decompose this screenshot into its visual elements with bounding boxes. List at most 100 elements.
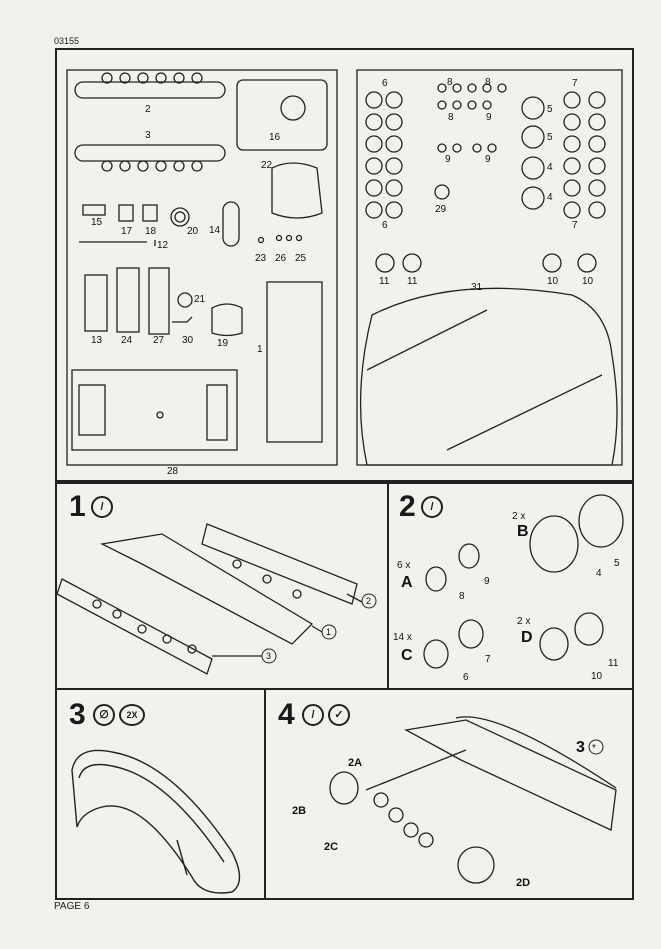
road-wheels-5-4 [521, 96, 545, 210]
svg-text:6: 6 [382, 78, 388, 89]
group-c-qty: 14 x [393, 632, 412, 643]
group-b-part-5: 5 [614, 558, 620, 569]
step-1-drawing: 1 2 3 [57, 523, 377, 675]
svg-text:30: 30 [182, 335, 194, 346]
svg-text:25: 25 [295, 253, 307, 264]
group-a-part-8: 8 [459, 591, 465, 602]
svg-text:8: 8 [447, 77, 453, 88]
glue-icon: / [91, 496, 113, 518]
label-2b: 2B [292, 805, 306, 817]
svg-text:29: 29 [435, 204, 447, 215]
page-label: PAGE 6 [54, 901, 90, 912]
group-d-part-11: 11 [608, 658, 619, 669]
group-b-letter: B [517, 523, 529, 540]
callout-3: 3 [266, 651, 271, 661]
group-c-letter: C [401, 647, 413, 664]
step-4-panel: 4 / ✓ 2A 2B 2C 2D 3 * [264, 688, 634, 900]
part-22-shape [271, 162, 323, 219]
check-icon: ✓ [328, 704, 350, 726]
svg-text:22: 22 [261, 160, 273, 171]
svg-text:15: 15 [91, 217, 103, 228]
svg-text:8: 8 [448, 112, 454, 123]
svg-text:12: 12 [157, 240, 169, 251]
part-19-shape [211, 303, 243, 337]
svg-text:7: 7 [572, 78, 578, 89]
svg-text:11: 11 [407, 276, 418, 287]
callout-1: 1 [326, 627, 331, 637]
svg-text:19: 19 [217, 338, 229, 349]
group-b-part-4: 4 [596, 568, 602, 579]
svg-text:7: 7 [572, 220, 578, 231]
svg-text:31: 31 [471, 282, 483, 293]
svg-text:6: 6 [382, 220, 388, 231]
label-3: 3 [576, 739, 585, 756]
part-1-shape [266, 281, 323, 443]
part-16-shape [236, 79, 328, 151]
label-2a: 2A [348, 757, 362, 769]
svg-text:9: 9 [485, 154, 491, 165]
svg-text:3: 3 [145, 130, 151, 141]
svg-text:27: 27 [153, 335, 165, 346]
group-c-part-7: 7 [485, 654, 491, 665]
svg-text:9: 9 [445, 154, 451, 165]
part-27-shape [148, 267, 170, 335]
callout-2: 2 [366, 596, 371, 606]
wheel-grid-7 [563, 91, 606, 219]
right-side-panel [201, 523, 358, 605]
svg-text:10: 10 [582, 276, 594, 287]
svg-text:16: 16 [269, 132, 281, 143]
svg-text:4: 4 [547, 162, 553, 173]
group-d-letter: D [521, 629, 533, 646]
svg-text:11: 11 [379, 276, 390, 287]
step-2-drawing: 6 x A 8 9 2 x B 4 5 14 x C 6 7 2 x D 10 … [393, 494, 624, 683]
group-a-part-9: 9 [484, 576, 490, 587]
step-2-number: 2 [399, 490, 416, 523]
svg-text:1: 1 [257, 344, 263, 355]
no-glue-icon: ∅ [93, 704, 115, 726]
glue-icon: / [302, 704, 324, 726]
svg-text:10: 10 [547, 276, 559, 287]
svg-text:21: 21 [194, 294, 206, 305]
svg-text:23: 23 [255, 253, 267, 264]
svg-text:8: 8 [485, 77, 491, 88]
document-code: 03155 [54, 36, 80, 46]
group-d-part-10: 10 [591, 671, 603, 682]
star-icon: * [592, 743, 596, 754]
part-2-shape [74, 81, 226, 99]
part-3-shape [74, 144, 226, 162]
hull-floor [99, 533, 314, 645]
group-d-qty: 2 x [517, 616, 530, 627]
svg-text:18: 18 [145, 226, 157, 237]
step-3-panel: 3 ∅ 2X [55, 688, 266, 900]
svg-text:5: 5 [547, 132, 553, 143]
svg-text:4: 4 [547, 192, 553, 203]
step-3-number: 3 [69, 698, 86, 731]
part-24-shape [116, 267, 140, 333]
hull-assembly [404, 719, 617, 831]
sprocket-2d [457, 846, 495, 884]
step-3-drawing [71, 749, 241, 894]
part-28-shape [71, 369, 238, 451]
svg-text:17: 17 [121, 226, 133, 237]
wheel-grid-6 [365, 91, 403, 219]
label-2c: 2C [324, 841, 338, 853]
svg-text:14: 14 [209, 225, 221, 236]
svg-text:26: 26 [275, 253, 287, 264]
group-a-letter: A [401, 574, 413, 591]
step-2-panel: 2 / 6 x A 8 9 2 x B 4 5 14 x C 6 7 2 x D… [387, 482, 634, 690]
svg-text:24: 24 [121, 335, 133, 346]
part-15-shape [82, 204, 106, 216]
group-a-qty: 6 x [397, 560, 410, 571]
step-4-number: 4 [278, 698, 295, 731]
step-1-number: 1 [69, 490, 86, 523]
small-parts-8-9 [437, 83, 507, 153]
quantity-badge: 2X [119, 704, 145, 726]
part-13-shape [84, 274, 108, 332]
svg-text:20: 20 [187, 226, 199, 237]
svg-text:9: 9 [486, 112, 492, 123]
group-c-part-6: 6 [463, 672, 469, 683]
group-b-qty: 2 x [512, 511, 525, 522]
part-29-shape [434, 184, 450, 200]
